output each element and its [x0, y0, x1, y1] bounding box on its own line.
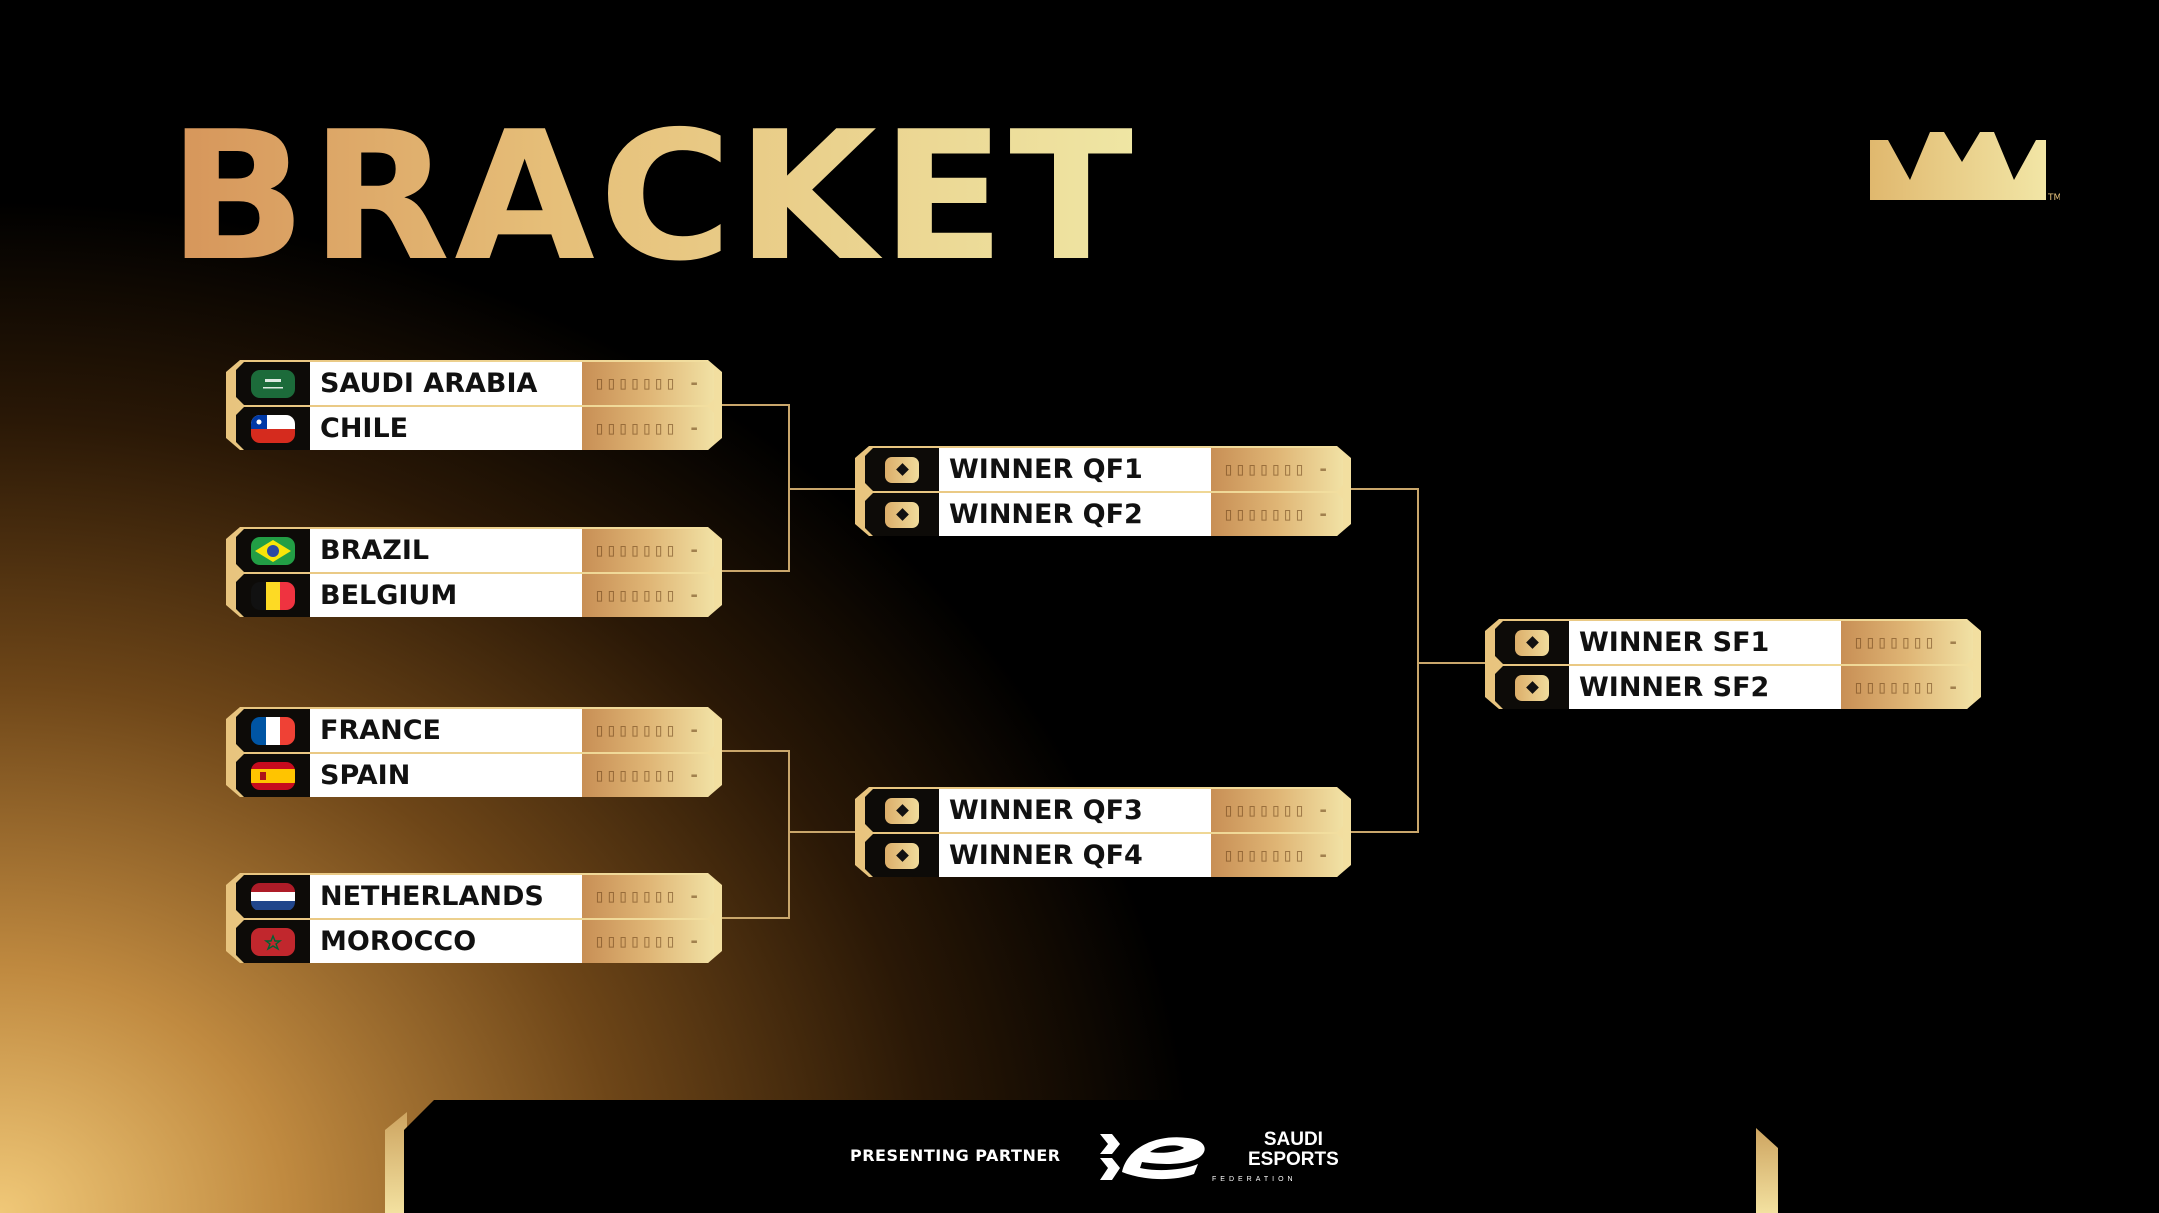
team-row[interactable]: WINNER QF3 ▯▯▯▯▯▯▯ - [855, 789, 1351, 832]
seed-cell [865, 789, 939, 832]
team-name: WINNER SF2 [1569, 666, 1841, 709]
score-display: ▯▯▯▯▯▯▯ - [1841, 666, 1973, 709]
saudi-arabia-flag-icon [251, 369, 295, 398]
score-display: ▯▯▯▯▯▯▯ - [582, 574, 714, 617]
morocco-flag-icon [251, 927, 295, 956]
france-flag-icon [251, 716, 295, 745]
flag-cell [236, 875, 310, 918]
team-name: WINNER QF1 [939, 448, 1211, 491]
flag-cell [236, 407, 310, 450]
brand-logo: TM [1870, 132, 2060, 203]
score-display: ▯▯▯▯▯▯▯ - [582, 362, 714, 405]
team-row[interactable]: NETHERLANDS ▯▯▯▯▯▯▯ - [226, 875, 722, 918]
score-display: ▯▯▯▯▯▯▯ - [1841, 621, 1973, 664]
quarterfinal-match-4: NETHERLANDS ▯▯▯▯▯▯▯ - MOROCCO ▯▯▯▯▯▯▯ - [226, 873, 722, 963]
team-name: MOROCCO [310, 920, 582, 963]
team-row[interactable]: CHILE ▯▯▯▯▯▯▯ - [226, 407, 722, 450]
page-title: BRACKET [168, 93, 1138, 300]
team-name: FRANCE [310, 709, 582, 752]
score-display: ▯▯▯▯▯▯▯ - [1211, 493, 1343, 536]
flag-cell [236, 529, 310, 572]
flag-cell [236, 362, 310, 405]
score-display: ▯▯▯▯▯▯▯ - [582, 875, 714, 918]
seed-cell [865, 448, 939, 491]
team-row[interactable]: WINNER SF1 ▯▯▯▯▯▯▯ - [1485, 621, 1981, 664]
partner-name-line3: FEDERATION [1212, 1176, 1297, 1183]
diamond-icon [885, 797, 919, 824]
flag-cell [236, 754, 310, 797]
diamond-icon [885, 456, 919, 483]
belgium-flag-icon [251, 581, 295, 610]
score-display: ▯▯▯▯▯▯▯ - [1211, 448, 1343, 491]
team-name: SPAIN [310, 754, 582, 797]
team-row[interactable]: MOROCCO ▯▯▯▯▯▯▯ - [226, 920, 722, 963]
team-name: BRAZIL [310, 529, 582, 572]
team-name: CHILE [310, 407, 582, 450]
team-name: WINNER QF3 [939, 789, 1211, 832]
svg-text:TM: TM [2047, 193, 2060, 203]
score-display: ▯▯▯▯▯▯▯ - [582, 754, 714, 797]
quarterfinal-match-2: BRAZIL ▯▯▯▯▯▯▯ - BELGIUM ▯▯▯▯▯▯▯ - [226, 527, 722, 617]
score-display: ▯▯▯▯▯▯▯ - [582, 407, 714, 450]
brazil-flag-icon [251, 536, 295, 565]
semifinal-match-2: WINNER QF3 ▯▯▯▯▯▯▯ - WINNER QF4 ▯▯▯▯▯▯▯ … [855, 787, 1351, 877]
flag-cell [236, 920, 310, 963]
team-row[interactable]: WINNER QF1 ▯▯▯▯▯▯▯ - [855, 448, 1351, 491]
final-match: WINNER SF1 ▯▯▯▯▯▯▯ - WINNER SF2 ▯▯▯▯▯▯▯ … [1485, 619, 1981, 709]
score-display: ▯▯▯▯▯▯▯ - [1211, 789, 1343, 832]
score-display: ▯▯▯▯▯▯▯ - [582, 529, 714, 572]
saudi-esports-federation-logo [1100, 1134, 1205, 1180]
diamond-icon [1515, 674, 1549, 701]
footer-accent-left [385, 1112, 407, 1213]
diamond-icon [1515, 629, 1549, 656]
team-row[interactable]: WINNER QF4 ▯▯▯▯▯▯▯ - [855, 834, 1351, 877]
netherlands-flag-icon [251, 882, 295, 911]
team-row[interactable]: WINNER QF2 ▯▯▯▯▯▯▯ - [855, 493, 1351, 536]
team-name: WINNER QF2 [939, 493, 1211, 536]
team-name: WINNER QF4 [939, 834, 1211, 877]
diamond-icon [885, 842, 919, 869]
seed-cell [1495, 621, 1569, 664]
partner-name: SAUDI ESPORTS [1248, 1130, 1339, 1170]
chile-flag-icon [251, 414, 295, 443]
score-display: ▯▯▯▯▯▯▯ - [582, 709, 714, 752]
quarterfinal-match-3: FRANCE ▯▯▯▯▯▯▯ - SPAIN ▯▯▯▯▯▯▯ - [226, 707, 722, 797]
score-display: ▯▯▯▯▯▯▯ - [1211, 834, 1343, 877]
team-name: WINNER SF1 [1569, 621, 1841, 664]
partner-name-line1: SAUDI [1263, 1129, 1323, 1150]
flag-cell [236, 574, 310, 617]
team-row[interactable]: FRANCE ▯▯▯▯▯▯▯ - [226, 709, 722, 752]
team-name: BELGIUM [310, 574, 582, 617]
team-row[interactable]: WINNER SF2 ▯▯▯▯▯▯▯ - [1485, 666, 1981, 709]
team-row[interactable]: BRAZIL ▯▯▯▯▯▯▯ - [226, 529, 722, 572]
score-display: ▯▯▯▯▯▯▯ - [582, 920, 714, 963]
team-row[interactable]: SPAIN ▯▯▯▯▯▯▯ - [226, 754, 722, 797]
semifinal-match-1: WINNER QF1 ▯▯▯▯▯▯▯ - WINNER QF2 ▯▯▯▯▯▯▯ … [855, 446, 1351, 536]
footer-bar [404, 1100, 1776, 1213]
team-row[interactable]: BELGIUM ▯▯▯▯▯▯▯ - [226, 574, 722, 617]
partner-label: PRESENTING PARTNER [850, 1146, 1061, 1165]
team-name: NETHERLANDS [310, 875, 582, 918]
partner-name-line2: ESPORTS [1248, 1149, 1339, 1170]
team-name: SAUDI ARABIA [310, 362, 582, 405]
seed-cell [1495, 666, 1569, 709]
diamond-icon [885, 501, 919, 528]
seed-cell [865, 493, 939, 536]
seed-cell [865, 834, 939, 877]
flag-cell [236, 709, 310, 752]
team-row[interactable]: SAUDI ARABIA ▯▯▯▯▯▯▯ - [226, 362, 722, 405]
spain-flag-icon [251, 761, 295, 790]
footer-accent-right [1756, 1128, 1778, 1213]
quarterfinal-match-1: SAUDI ARABIA ▯▯▯▯▯▯▯ - CHILE ▯▯▯▯▯▯▯ - [226, 360, 722, 450]
